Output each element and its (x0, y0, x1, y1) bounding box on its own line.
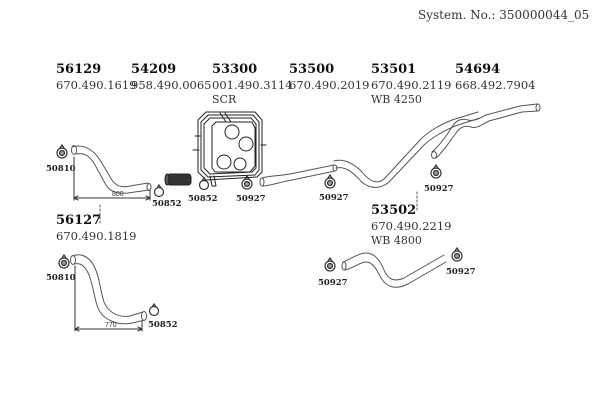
part-number: 56129 (56, 62, 102, 77)
clamps (56, 143, 463, 317)
part-code: 668.492.7904 (455, 78, 536, 93)
clamp-label[interactable]: 50927 (446, 267, 476, 277)
pipe-56129 (71, 145, 152, 194)
clamp-icon (241, 174, 253, 190)
part-54694[interactable]: 54694 668.492.7904 (455, 62, 535, 93)
pipe-53501 (333, 111, 481, 188)
pipe-56127 (70, 254, 147, 325)
dimension-770 (74, 265, 143, 332)
part-number: 53500 (289, 62, 335, 77)
part-53300[interactable]: 53300 001.490.3114 SCR (212, 62, 292, 106)
flex-pipe-54209 (164, 173, 192, 186)
dimension-770-label: 770 (105, 322, 117, 329)
pipe-53500 (259, 164, 338, 187)
part-number: 56127 (56, 213, 102, 228)
part-note: WB 4250 (371, 92, 422, 106)
clamp-icon (58, 253, 70, 269)
part-number: 53501 (371, 62, 417, 77)
clamp-label[interactable]: 50852 (188, 194, 218, 204)
clamp-label[interactable]: 50927 (318, 278, 348, 288)
part-53501[interactable]: 53501 670.490.2119 WB 4250 (371, 62, 451, 106)
clamp-icon (153, 183, 165, 198)
clamp-label[interactable]: 50852 (152, 199, 182, 209)
part-note: WB 4800 (371, 233, 422, 247)
part-56127[interactable]: 56127 670.490.1819 (56, 213, 136, 244)
clamp-label[interactable]: 50927 (236, 194, 266, 204)
clamp-label[interactable]: 50810 (46, 164, 76, 174)
part-code: 670.490.1819 (56, 229, 137, 244)
part-56129[interactable]: 56129 670.490.1619 (56, 62, 136, 93)
part-code: 670.490.2119 (371, 78, 452, 93)
clamp-icon (324, 256, 336, 272)
clamp-icon (56, 143, 68, 159)
part-code: 670.490.2219 (371, 219, 452, 234)
part-54209[interactable]: 54209 958.490.0065 (131, 62, 211, 93)
dimension-800-label: 800 (112, 191, 124, 198)
dimension-800 (73, 156, 151, 201)
clamp-icon (324, 173, 336, 189)
pipe-54694 (431, 103, 541, 159)
part-note: SCR (212, 92, 237, 106)
clamp-label[interactable]: 50810 (46, 273, 76, 283)
part-53500[interactable]: 53500 670.490.2019 (289, 62, 369, 93)
part-number: 53502 (371, 203, 417, 218)
part-number: 54209 (131, 62, 177, 77)
part-number: 53300 (212, 62, 258, 77)
clamp-icon (148, 302, 160, 317)
part-code: 001.490.3114 (212, 78, 293, 93)
part-number: 54694 (455, 62, 501, 77)
part-code: 670.490.2019 (289, 78, 370, 93)
clamp-icon (198, 176, 210, 191)
clamp-label[interactable]: 50927 (319, 193, 349, 203)
system-number: System. No.: 350000044_05 (418, 8, 590, 22)
clamp-label[interactable]: 50927 (424, 184, 454, 194)
clamp-icon (430, 163, 442, 179)
part-53502[interactable]: 53502 670.490.2219 WB 4800 (371, 203, 451, 247)
scr-muffler-53300 (192, 111, 267, 187)
clamp-icon (451, 246, 463, 262)
pipe-53502 (341, 252, 447, 288)
part-code: 670.490.1619 (56, 78, 137, 93)
part-code: 958.490.0065 (131, 78, 212, 93)
clamp-label[interactable]: 50852 (148, 320, 178, 330)
